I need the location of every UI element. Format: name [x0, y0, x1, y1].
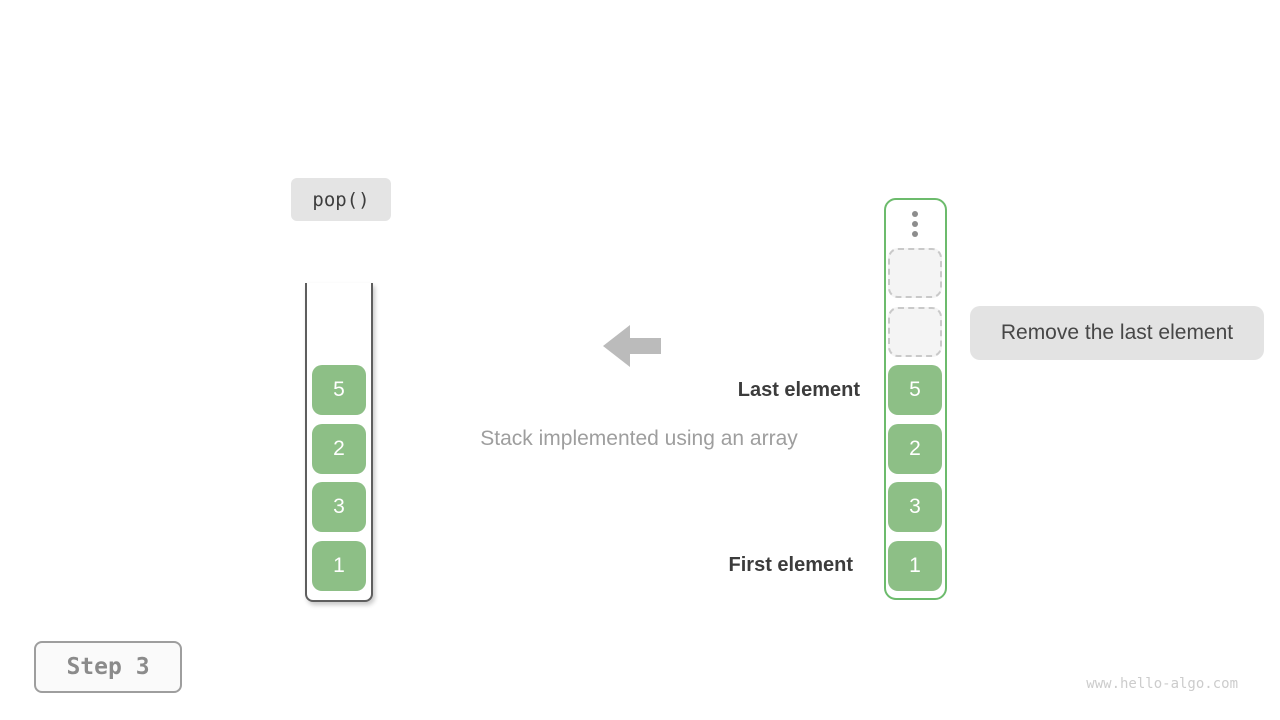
stack-cell: 2 [312, 424, 366, 474]
step-badge: Step 3 [34, 641, 182, 693]
stack-cell: 1 [312, 541, 366, 591]
pop-operation-label: pop() [291, 178, 391, 221]
vertical-ellipsis-icon [912, 211, 918, 237]
empty-array-slot [888, 307, 942, 357]
diagram-caption: Stack implemented using an array [480, 427, 798, 450]
first-element-label: First element [728, 554, 853, 576]
left-arrow-icon [603, 325, 661, 367]
stack-cell: 3 [312, 482, 366, 532]
array-cell: 5 [888, 365, 942, 415]
array-cell: 1 [888, 541, 942, 591]
stack-cell: 5 [312, 365, 366, 415]
empty-array-slot [888, 248, 942, 298]
array-cell: 3 [888, 482, 942, 532]
last-element-label: Last element [737, 379, 860, 401]
array-cell: 2 [888, 424, 942, 474]
watermark-text: www.hello-algo.com [1086, 676, 1238, 692]
annotation-label: Remove the last element [970, 306, 1264, 360]
